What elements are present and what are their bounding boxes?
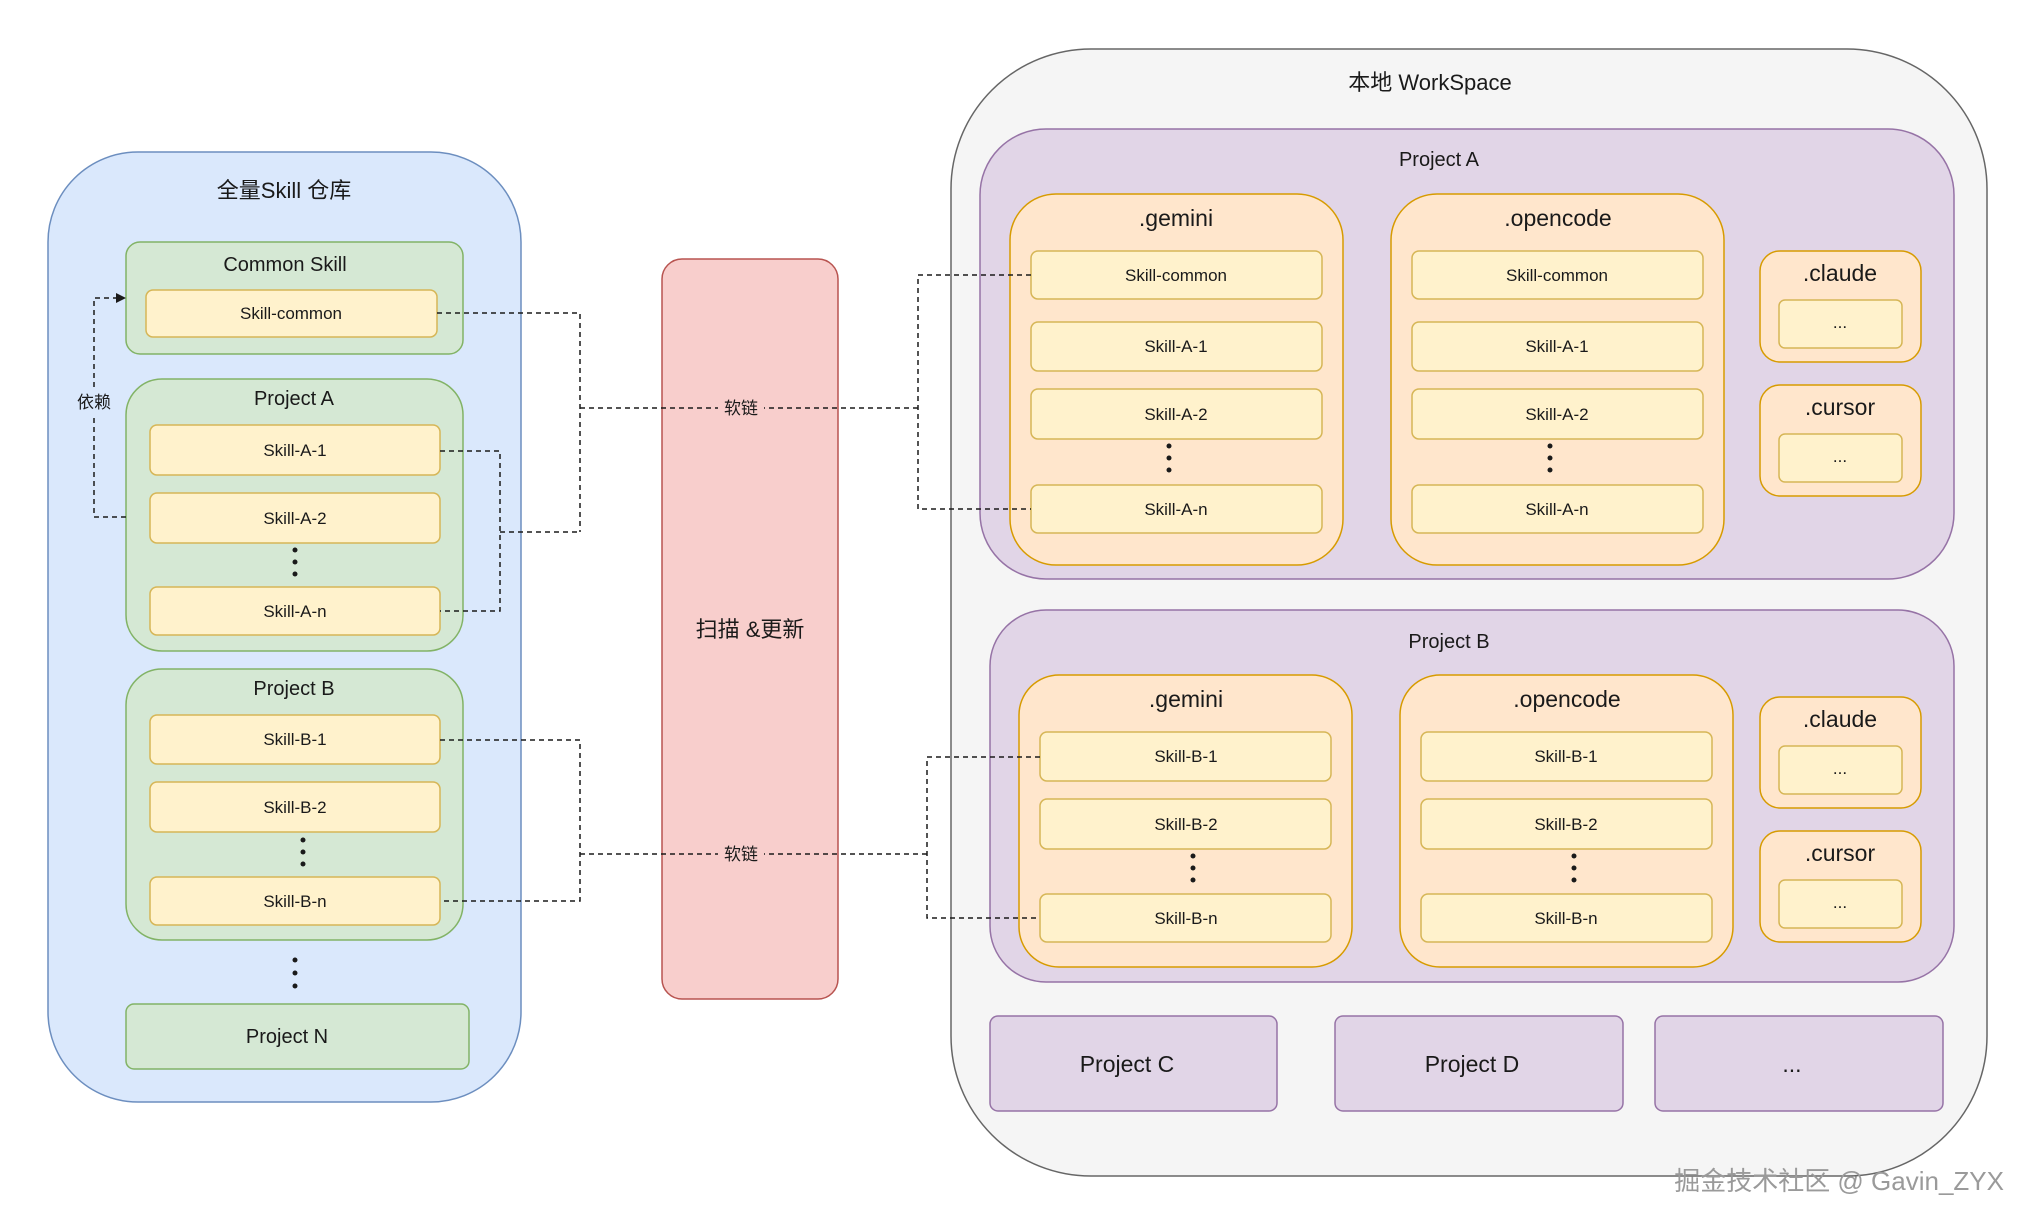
repo-skill-b-2 [149, 781, 441, 833]
repo-skill-a-2 [149, 492, 441, 544]
repo-projects-ellipsis [292, 957, 298, 989]
repo-skill-a-1-label: Skill-A-1 [263, 441, 326, 460]
ws-a-gemini-skill-common-label: Skill-common [1125, 266, 1227, 285]
ws-a-gemini-title: .gemini [1139, 205, 1213, 231]
ws-a-cursor-title: .cursor [1805, 394, 1876, 420]
repo-project-a-title: Project A [254, 388, 335, 410]
ws-a-cursor-placeholder-label: ... [1833, 447, 1847, 466]
connector-ws-b-bracket [926, 756, 1040, 919]
ws-a-opencode-skill-a-2 [1411, 388, 1704, 440]
ws-b-opencode-skill-b-1-label: Skill-B-1 [1534, 747, 1597, 766]
connector-repo-a-1 [440, 450, 501, 612]
ws-project-c [989, 1015, 1278, 1112]
repo-skill-a-2-label: Skill-A-2 [263, 509, 326, 528]
ws-project-c-title: Project C [1080, 1051, 1175, 1077]
ws-b-claude-title: .claude [1803, 706, 1877, 732]
ws-project-more-title: ... [1782, 1051, 1801, 1077]
repo-skill-a-n-label: Skill-A-n [263, 602, 326, 621]
repo-skill-a-1 [149, 424, 441, 476]
repo-project-b-ellipsis [300, 837, 306, 867]
ws-b-gemini-skill-b-2-label: Skill-B-2 [1154, 815, 1217, 834]
scan-update-label: 扫描 &更新 [696, 617, 805, 642]
ws-a-claude-placeholder-label: ... [1833, 313, 1847, 332]
repo-skill-common-label: Skill-common [240, 304, 342, 323]
ws-b-cursor-title: .cursor [1805, 840, 1876, 866]
ws-b-gemini-skill-b-2 [1039, 798, 1332, 850]
ws-b-cursor-placeholder [1778, 879, 1903, 929]
ws-b-claude-placeholder-label: ... [1833, 759, 1847, 778]
ws-b-gemini-skill-b-1-label: Skill-B-1 [1154, 747, 1217, 766]
ws-project-b-title: Project B [1408, 631, 1489, 653]
repo-skill-b-2-label: Skill-B-2 [263, 798, 326, 817]
repo-project-n [125, 1003, 470, 1070]
ws-a-gemini-skill-a-n-label: Skill-A-n [1144, 500, 1207, 519]
ws-a-gemini-skill-a-1-label: Skill-A-1 [1144, 337, 1207, 356]
connector-repo-common [437, 312, 581, 532]
ws-a-opencode-title: .opencode [1504, 205, 1611, 231]
ws-a-opencode-skill-a-n [1411, 484, 1704, 534]
skill-repo-title: 全量Skill 仓库 [217, 178, 351, 203]
common-skill-title: Common Skill [223, 254, 346, 276]
connector-ws-a-bracket [917, 274, 1031, 510]
ws-a-claude-placeholder [1778, 299, 1903, 349]
ws-b-opencode-title: .opencode [1513, 686, 1620, 712]
ws-b-opencode-skill-b-n-label: Skill-B-n [1534, 909, 1597, 928]
ws-a-gemini-ellipsis [1166, 443, 1172, 473]
ws-a-cursor-placeholder [1778, 433, 1903, 483]
repo-skill-b-n-label: Skill-B-n [263, 892, 326, 911]
ws-b-cursor-placeholder-label: ... [1833, 893, 1847, 912]
scan-update-block [661, 258, 839, 1000]
ws-a-gemini-skill-a-2 [1030, 388, 1323, 440]
symlink-connectors [437, 274, 1040, 919]
ws-project-d-title: Project D [1425, 1051, 1520, 1077]
ws-a-opencode-skill-common-label: Skill-common [1506, 266, 1608, 285]
ws-b-opencode-skill-b-2 [1420, 798, 1713, 850]
repo-project-a-ellipsis [292, 547, 298, 577]
ws-a-opencode-skill-a-2-label: Skill-A-2 [1525, 405, 1588, 424]
ws-a-gemini-skill-a-1 [1030, 321, 1323, 372]
ws-a-opencode-skill-common [1411, 250, 1704, 300]
ws-a-claude-title: .claude [1803, 260, 1877, 286]
dependency-label: 依赖 [77, 393, 111, 412]
ws-a-gemini-skill-a-2-label: Skill-A-2 [1144, 405, 1207, 424]
ws-project-d [1334, 1015, 1624, 1112]
symlink-label-b: 软链 [724, 845, 758, 864]
ws-b-gemini-skill-b-n-label: Skill-B-n [1154, 909, 1217, 928]
ws-a-opencode-ellipsis [1547, 443, 1553, 473]
ws-b-opencode-skill-b-2-label: Skill-B-2 [1534, 815, 1597, 834]
repo-project-b-title: Project B [253, 678, 334, 700]
ws-b-opencode-skill-b-1 [1420, 731, 1713, 782]
dependency-label-bg [72, 388, 118, 414]
ws-project-more [1654, 1015, 1944, 1112]
ws-a-opencode-skill-a-n-label: Skill-A-n [1525, 500, 1588, 519]
repo-skill-b-n [149, 876, 441, 926]
ws-b-opencode-ellipsis [1571, 853, 1577, 883]
watermark: 掘金技术社区 @ Gavin_ZYX [1674, 1166, 2004, 1196]
ws-a-opencode-skill-a-1-label: Skill-A-1 [1525, 337, 1588, 356]
dependency-arrow [93, 293, 126, 518]
ws-b-gemini-ellipsis [1190, 853, 1196, 883]
repo-skill-b-1-label: Skill-B-1 [263, 730, 326, 749]
workspace-title: 本地 WorkSpace [1348, 70, 1511, 95]
ws-project-a-title: Project A [1399, 149, 1480, 171]
ws-b-gemini-title: .gemini [1149, 686, 1223, 712]
symlink-label-a-bg [718, 396, 764, 420]
ws-a-opencode-skill-a-1 [1411, 321, 1704, 372]
ws-b-gemini-skill-b-n [1039, 893, 1332, 943]
symlink-label-b-bg [718, 842, 764, 866]
ws-b-claude-placeholder [1778, 745, 1903, 795]
connector-repo-b [440, 739, 581, 902]
repo-project-n-title: Project N [246, 1026, 328, 1048]
symlink-label-a: 软链 [724, 399, 758, 418]
ws-b-opencode-skill-b-n [1420, 893, 1713, 943]
